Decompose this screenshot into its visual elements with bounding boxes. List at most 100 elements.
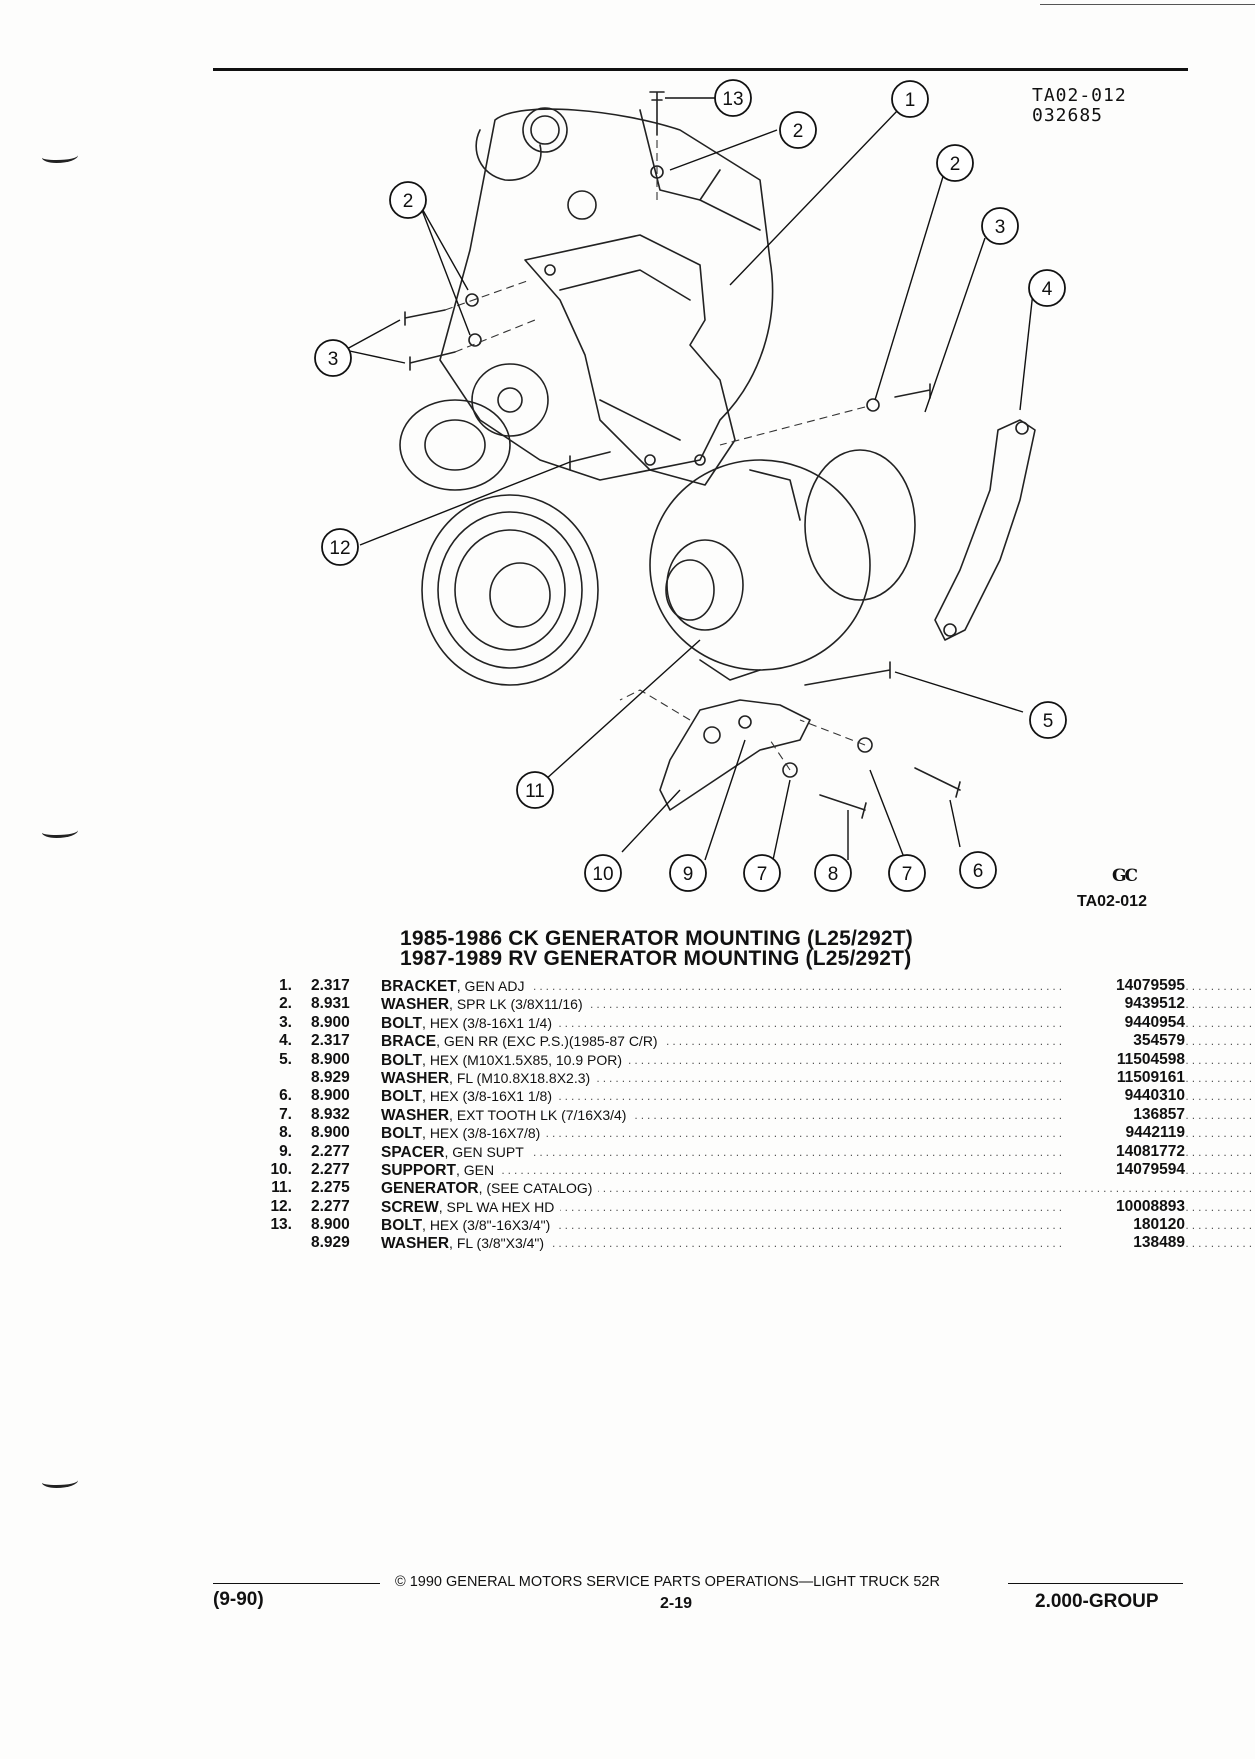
item-number: 8.: [279, 1124, 292, 1142]
svg-text:12: 12: [329, 538, 350, 559]
part-row: ........................................…: [245, 1216, 1255, 1235]
item-number: 2.: [279, 995, 292, 1013]
svg-text:7: 7: [902, 864, 913, 885]
callout-4: 4: [1028, 269, 1066, 307]
bolt-6: [914, 767, 961, 798]
svg-text:11: 11: [525, 781, 545, 802]
callout-3a: 3: [981, 207, 1019, 245]
group-code: 8.931: [311, 995, 350, 1013]
leader-dots: ........................................…: [381, 1015, 1255, 1030]
binder-mark: [42, 825, 78, 838]
part-number: 10008893: [1065, 1197, 1185, 1216]
copyright-notice: © 1990 GENERAL MOTORS SERVICE PARTS OPER…: [395, 1574, 940, 1590]
group-code: 8.900: [311, 1050, 350, 1068]
figure-code: TA02-012: [1077, 893, 1147, 910]
part-name: BOLT: [381, 1088, 423, 1106]
part-name: BRACKET: [381, 978, 457, 995]
part-name: SPACER: [381, 1143, 445, 1161]
part-row: ........................................…: [245, 1105, 1255, 1124]
part-description: BOLT, HEX (3/8-16X7/8): [381, 1124, 1255, 1143]
group-code: 8.900: [311, 1216, 350, 1234]
svg-text:7: 7: [757, 864, 768, 885]
part-number: 9442119: [1065, 1124, 1185, 1143]
part-row: ........................................…: [245, 977, 1255, 995]
part-name: WASHER: [381, 1106, 450, 1124]
bolt-3b: [409, 351, 456, 371]
bolt-8: [819, 794, 867, 819]
generator-body: [649, 459, 871, 671]
part-row: ........................................…: [245, 1013, 1255, 1032]
engine-housing: [439, 108, 774, 481]
part-description: WASHER, FL (M10.8X18.8X2.3): [381, 1069, 1255, 1088]
part-detail: , EXT TOOTH LK (7/16X3/4): [449, 1106, 627, 1123]
parts-list: ........................................…: [245, 977, 1255, 1253]
part-name: WASHER: [381, 1069, 450, 1087]
callout-12: 12: [321, 528, 359, 566]
bolt-right: [894, 383, 931, 399]
page-number: 2-19: [660, 1595, 693, 1612]
callout-8: 8: [814, 854, 852, 892]
bolt-3a: [404, 309, 446, 326]
part-row: ........................................…: [245, 1124, 1255, 1143]
part-row: ........................................…: [245, 1234, 1255, 1253]
callout-13: 13: [714, 79, 752, 117]
leader-dots: ........................................…: [381, 1070, 1255, 1085]
svg-text:9: 9: [683, 864, 694, 885]
item-number: 7.: [279, 1105, 292, 1123]
binder-mark: [42, 1475, 78, 1488]
group-code: 8.929: [311, 1234, 350, 1252]
part-detail: , (SEE CATALOG): [478, 1180, 593, 1197]
part-number: 136857: [1065, 1105, 1185, 1124]
exploded-view-diagram: 13 2 1 2 2 3 4 3 12 5 11 10 9 7 8 7 6: [314, 79, 1067, 892]
leader-dots: ........................................…: [381, 997, 1255, 1012]
ref-code-line1: TA02-012: [1032, 85, 1127, 106]
bolt-5: [804, 661, 891, 686]
svg-text:2: 2: [403, 191, 414, 212]
section-title: 1985-1986 CK GENERATOR MOUNTING (L25/292…: [400, 927, 1000, 970]
part-description: BOLT, HEX (M10X1.5X85, 10.9 POR): [381, 1051, 1255, 1070]
group-number: 2.000-GROUP: [1035, 1591, 1159, 1612]
svg-text:4: 4: [1042, 279, 1053, 300]
leader-dots: ........................................…: [381, 979, 1255, 993]
part-detail: , GEN RR (EXC P.S.)(1985-87 C/R): [436, 1033, 658, 1050]
title-line2: 1987-1989 RV GENERATOR MOUNTING (L25/292…: [400, 947, 912, 970]
part-detail: , HEX (3/8"-16X3/4"): [422, 1217, 551, 1234]
bolt-12: [569, 451, 611, 471]
svg-text:3: 3: [328, 349, 339, 370]
title-line1: 1985-1986 CK GENERATOR MOUNTING (L25/292…: [400, 927, 913, 950]
item-number: 13.: [270, 1216, 292, 1234]
callout-2c: 2: [389, 181, 427, 219]
leader-dots: ........................................…: [381, 1162, 1255, 1177]
part-detail: , SPR LK (3/8X11/16): [449, 996, 583, 1013]
part-number: 180120: [1065, 1216, 1185, 1235]
part-description: BOLT, HEX (3/8-16X1 1/8): [381, 1087, 1255, 1106]
svg-text:13: 13: [722, 89, 743, 110]
part-detail: , HEX (3/8-16X7/8): [422, 1125, 541, 1142]
part-name: BOLT: [381, 1051, 423, 1069]
callout-6: 6: [959, 851, 997, 889]
header-rule: [213, 68, 1188, 71]
part-row: ........................................…: [245, 1032, 1255, 1051]
svg-text:3: 3: [995, 217, 1006, 238]
part-detail: , HEX (3/8-16X1 1/8): [422, 1088, 552, 1105]
item-number: 5.: [279, 1050, 292, 1068]
callout-11: 11: [516, 771, 554, 809]
part-name: BRACE: [381, 1033, 437, 1051]
part-number: 9440310: [1065, 1087, 1185, 1106]
item-number: 9.: [279, 1142, 292, 1160]
part-description: SUPPORT, GEN: [381, 1161, 1255, 1180]
part-number: 9439512: [1065, 995, 1185, 1014]
part-number: 11509161: [1065, 1068, 1185, 1087]
group-code: 8.900: [311, 1087, 350, 1105]
part-description: SCREW, SPL WA HEX HD: [381, 1198, 1255, 1217]
svg-text:8: 8: [828, 864, 839, 885]
part-name: BOLT: [381, 1125, 423, 1143]
part-name: BOLT: [381, 1217, 423, 1235]
ref-code-line2: 032685: [1032, 105, 1104, 126]
group-code: 8.929: [311, 1068, 350, 1086]
part-description: WASHER, SPR LK (3/8X11/16): [381, 995, 1255, 1014]
group-code: 8.900: [311, 1124, 350, 1142]
leader-dots: ........................................…: [381, 1199, 1255, 1214]
part-name: WASHER: [381, 1235, 450, 1253]
leader-dots: ........................................…: [381, 1236, 1255, 1251]
